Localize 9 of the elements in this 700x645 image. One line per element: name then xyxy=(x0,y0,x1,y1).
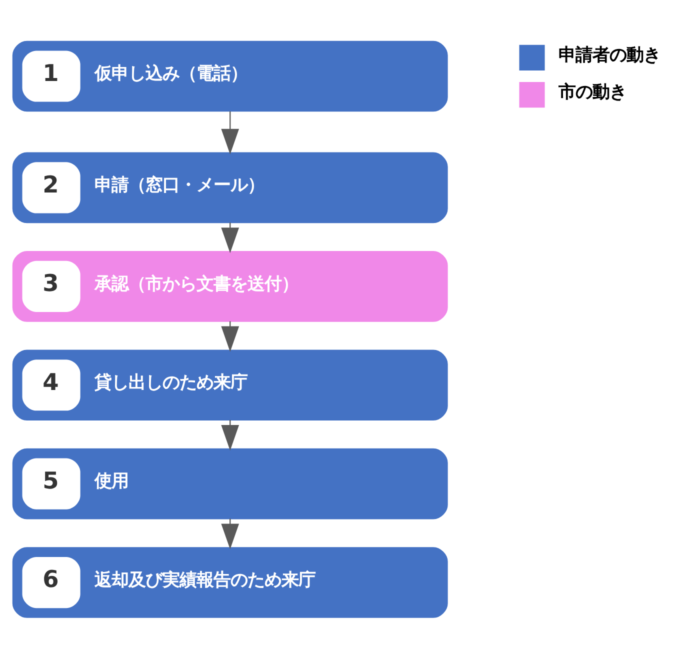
node-box: 5 使用 xyxy=(12,448,448,519)
node-box: 6 返却及び実績報告のため来庁 xyxy=(12,546,448,618)
node-box: 1 仮申し込み（電話） xyxy=(12,40,448,112)
node-box: 4 貸し出しのため来庁 xyxy=(12,349,448,420)
node-box: 2 申請（窓口・メール） xyxy=(12,152,448,223)
arrow xyxy=(221,110,240,154)
legend-label: 申請者の動き xyxy=(558,45,661,66)
node-box: 3 承認（市から文書を送付） xyxy=(12,250,448,322)
legend-label: 市の動き xyxy=(558,82,627,102)
